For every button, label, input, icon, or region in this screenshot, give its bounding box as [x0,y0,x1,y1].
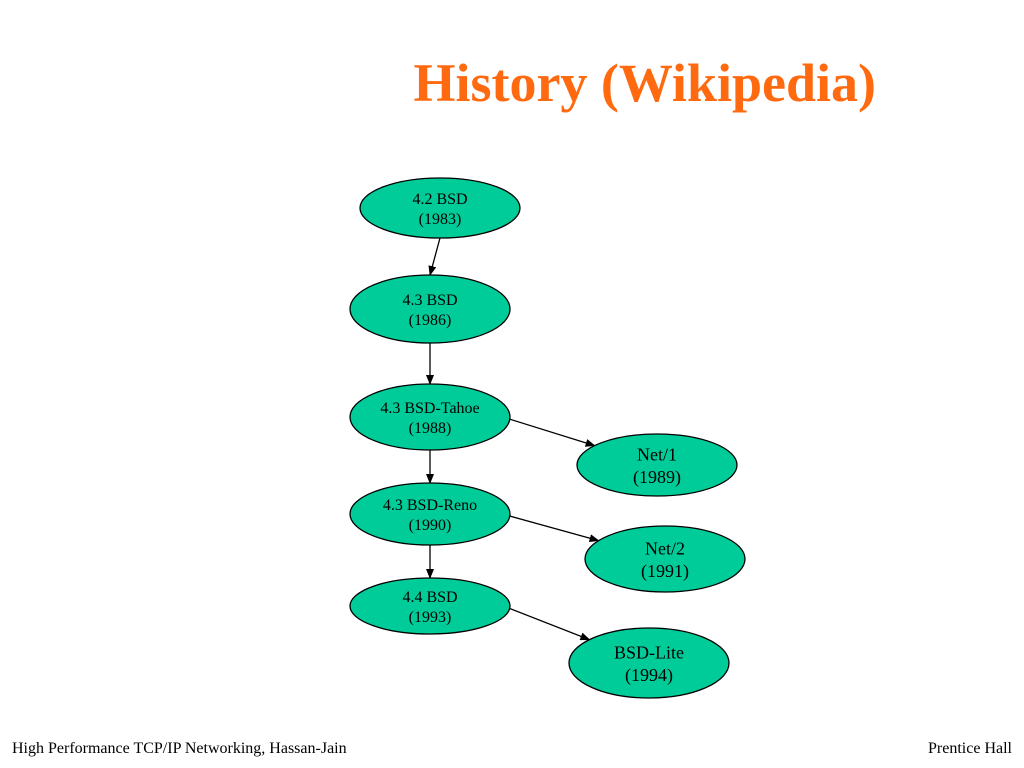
edge-bsd42-to-bsd43 [428,237,441,276]
node-year: (1986) [409,312,452,329]
node-year: (1994) [625,665,673,686]
node-net-2: Net/2(1991) [584,525,746,593]
node-year: (1990) [409,517,452,534]
node-bsd-lite: BSD-Lite(1994) [568,627,730,699]
footer-right: Prentice Hall [928,740,1012,757]
node-4-3-bsd-reno: 4.3 BSD-Reno (1990) [349,482,511,546]
node-name: 4.3 BSD-Reno [383,497,477,514]
node-4-4-bsd: 4.4 BSD (1993) [349,577,511,635]
node-4-2-bsd: 4.2 BSD (1983) [359,177,521,239]
node-ellipse [349,274,511,344]
node-year: (1993) [409,609,452,626]
node-name: BSD-Lite [614,643,684,663]
node-ellipse [349,383,511,451]
node-name: 4.4 BSD [402,589,457,606]
node-ellipse [349,482,511,546]
node-name: 4.2 BSD [412,191,467,208]
edge-tahoe-to-net1 [505,417,596,447]
node-year: (1988) [409,420,452,437]
node-ellipse [359,177,521,239]
node-name: Net/2 [645,539,685,559]
node-name: 4.3 BSD-Tahoe [380,400,479,417]
node-ellipse [584,525,746,593]
node-net-1: Net/1(1989) [576,433,738,497]
footer-left: High Performance TCP/IP Networking, Hass… [12,740,347,757]
node-name: 4.3 BSD [402,292,457,309]
edge-reno-to-net2 [505,514,600,543]
node-year: (1983) [419,211,462,228]
node-4-3-bsd: 4.3 BSD (1986) [349,274,511,344]
node-ellipse [568,627,730,699]
slide-title: History (Wikipedia) [413,53,876,113]
node-name: Net/1 [637,445,677,465]
node-year: (1991) [641,561,689,582]
node-4-3-bsd-tahoe: 4.3 BSD-Tahoe (1988) [349,383,511,451]
node-year: (1989) [633,467,681,488]
edge-bsd44-to-lite [505,606,591,641]
node-ellipse [349,577,511,635]
node-ellipse [576,433,738,497]
